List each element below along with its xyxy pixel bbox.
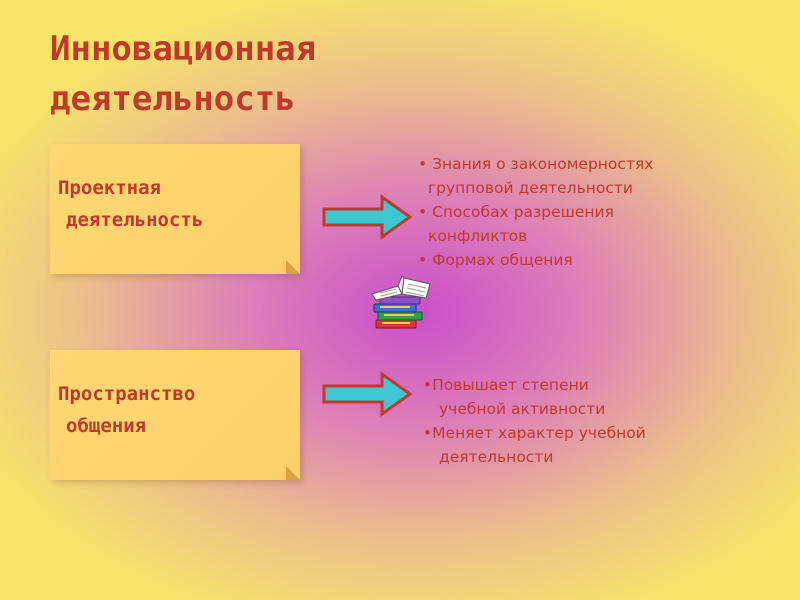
bullet: • [418, 155, 428, 173]
communication-space-card: Пространство общения [50, 350, 300, 480]
bullet: • [423, 424, 433, 442]
list-item: • Способах разрешения [418, 200, 653, 224]
list-item-continuation: групповой деятельности [428, 179, 633, 197]
list-item-text: Способах разрешения [432, 203, 614, 221]
list-item-text: Повышает степени [432, 376, 589, 394]
list-item: •Меняет характер учебной [423, 421, 646, 445]
list-item: • Знания о закономерностях [418, 152, 653, 176]
bullet: • [418, 251, 428, 269]
right-arrow-icon [322, 194, 413, 240]
bullet: • [418, 203, 428, 221]
right-arrow-icon [322, 371, 413, 417]
effects-list: •Повышает степени учебной активности •Ме… [423, 373, 646, 469]
card-label-line-2: общения [66, 415, 147, 437]
list-item: •Повышает степени [423, 373, 646, 397]
books-icon [371, 275, 431, 329]
card-label: Пространство общения [58, 378, 195, 442]
list-item-continuation: деятельности [439, 448, 554, 466]
project-activity-card: Проектная деятельность [50, 144, 300, 274]
list-item-text: Формах общения [432, 251, 573, 269]
list-item-continuation: конфликтов [428, 227, 528, 245]
card-label-line-1: Проектная [58, 177, 161, 199]
title-line-2: деятельность [50, 79, 296, 119]
list-item: • Формах общения [418, 248, 653, 272]
list-item-continuation: учебной активности [439, 400, 606, 418]
card-label: Проектная деятельность [58, 172, 203, 236]
list-item-text: Меняет характер учебной [432, 424, 646, 442]
card-label-line-2: деятельность [66, 209, 204, 231]
card-label-line-1: Пространство [58, 383, 196, 405]
title-line-1: Инновационная [50, 29, 317, 69]
knowledge-list: • Знания о закономерностях групповой дея… [418, 152, 653, 272]
list-item-text: Знания о закономерностях [432, 155, 654, 173]
page-title: Инновационная деятельность [50, 24, 316, 124]
bullet: • [423, 376, 433, 394]
